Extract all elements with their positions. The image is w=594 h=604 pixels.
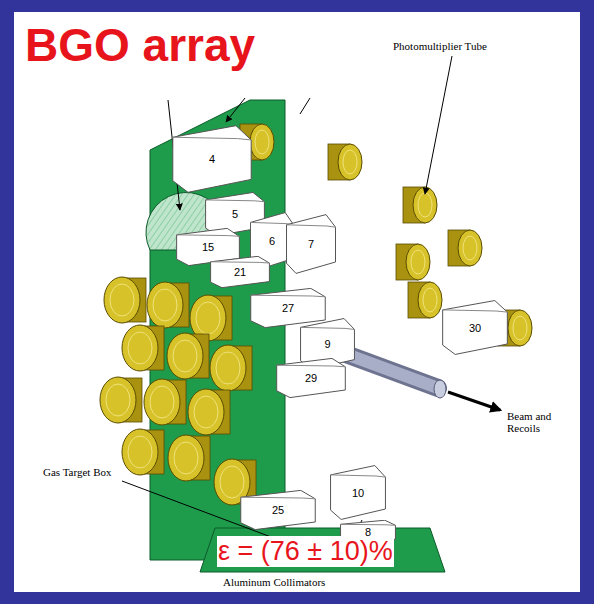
part-label: Aluminum Collimators: [222, 576, 326, 588]
efficiency-value: ε = (76 ± 10)%: [217, 536, 394, 567]
bgo-crystal: 25: [240, 490, 316, 530]
crystal-number: 9: [324, 338, 330, 350]
crystal-number: 27: [282, 302, 294, 314]
bgo-crystal: 27: [250, 288, 326, 328]
crystal-number: 21: [234, 266, 246, 278]
part-label: Beam and Recoils: [506, 410, 570, 434]
crystal-number: 29: [305, 372, 317, 384]
title: BGO array: [25, 18, 255, 72]
crystal-number: 6: [269, 235, 275, 247]
part-label: Gas Target Box: [42, 466, 112, 478]
crystal-number: 5: [232, 208, 238, 220]
crystal-number: 15: [202, 241, 214, 253]
crystal-number: 30: [469, 322, 481, 334]
crystal-number: 10: [352, 487, 364, 499]
crystal-number: 4: [209, 153, 215, 165]
bgo-crystal: 4: [172, 125, 252, 193]
crystal-number: 7: [308, 238, 314, 250]
part-label: Photomultiplier Tube: [392, 40, 488, 52]
bgo-crystal: 21: [210, 256, 270, 288]
bgo-crystal: 30: [442, 300, 508, 355]
crystal-number: 25: [272, 504, 284, 516]
bgo-crystal: 29: [276, 358, 346, 398]
bgo-crystal: 7: [286, 214, 336, 274]
bgo-crystal: 10: [330, 465, 386, 520]
